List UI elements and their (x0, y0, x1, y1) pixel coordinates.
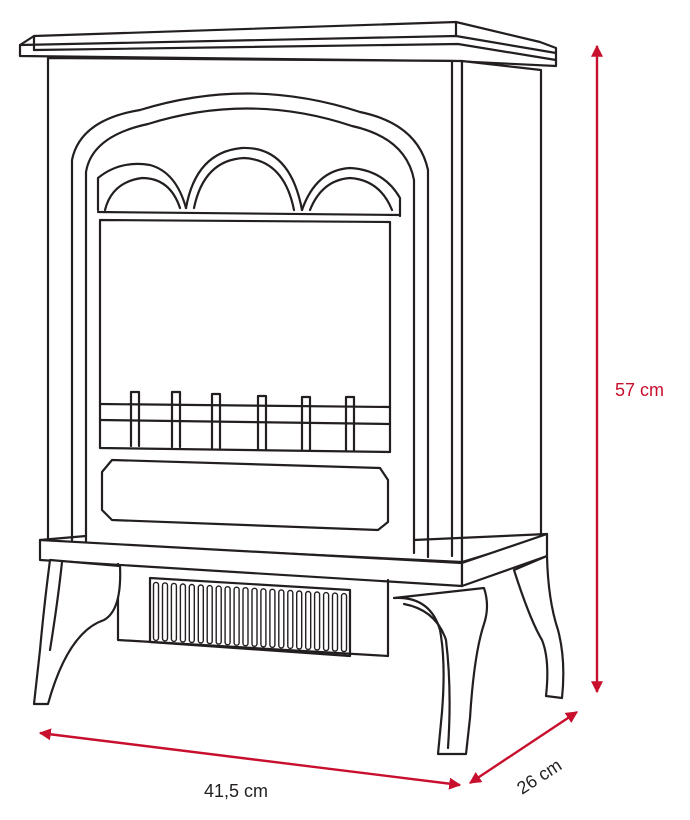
grille-slot (152, 581, 160, 642)
cabinet-body (46, 56, 543, 564)
grille-slot (170, 582, 178, 643)
log-grate (98, 390, 392, 453)
grille-slot (233, 586, 240, 646)
rear-right-leg (512, 554, 565, 700)
height-label: 57 cm (615, 380, 664, 400)
front-right-leg (392, 586, 489, 756)
front-left-leg (32, 558, 122, 706)
arched-door-frame (70, 92, 430, 559)
width-label: 41,5 cm (204, 781, 268, 801)
grille-slot (305, 590, 312, 651)
width-dimension-line (38, 728, 462, 790)
mantel-top (18, 20, 558, 68)
grille-slot (331, 592, 339, 652)
grille-slot (313, 591, 321, 651)
grille-slot (206, 584, 213, 645)
heater-grille-housing (116, 562, 390, 658)
grate-bars (129, 390, 356, 453)
grille-slot (179, 583, 187, 643)
depth-dimension: 26 cm (469, 711, 578, 798)
depth-label: 26 cm (513, 755, 565, 798)
grille-slot (224, 586, 231, 646)
height-dimension: 57 cm (591, 44, 664, 694)
grille-slot (287, 589, 294, 650)
grille-slot (197, 584, 205, 644)
grille-slot (161, 582, 169, 642)
grille-slot (296, 590, 303, 650)
grille-slot (215, 585, 222, 645)
grille-slot (269, 588, 276, 648)
width-dimension: 41,5 cm (38, 728, 462, 801)
depth-dimension-line (469, 711, 578, 784)
base-plinth (38, 532, 549, 588)
grille-slot (188, 583, 196, 644)
fire-window (98, 218, 392, 454)
lower-panel (100, 458, 390, 532)
grille-slot (340, 592, 348, 653)
grille-slot (322, 591, 330, 652)
heater-grille-slots (152, 581, 348, 653)
grille-slot (251, 587, 258, 647)
grille-slot (260, 588, 267, 648)
decorative-arches (96, 146, 402, 218)
grille-slot (242, 587, 249, 647)
grille-slot (278, 589, 285, 649)
